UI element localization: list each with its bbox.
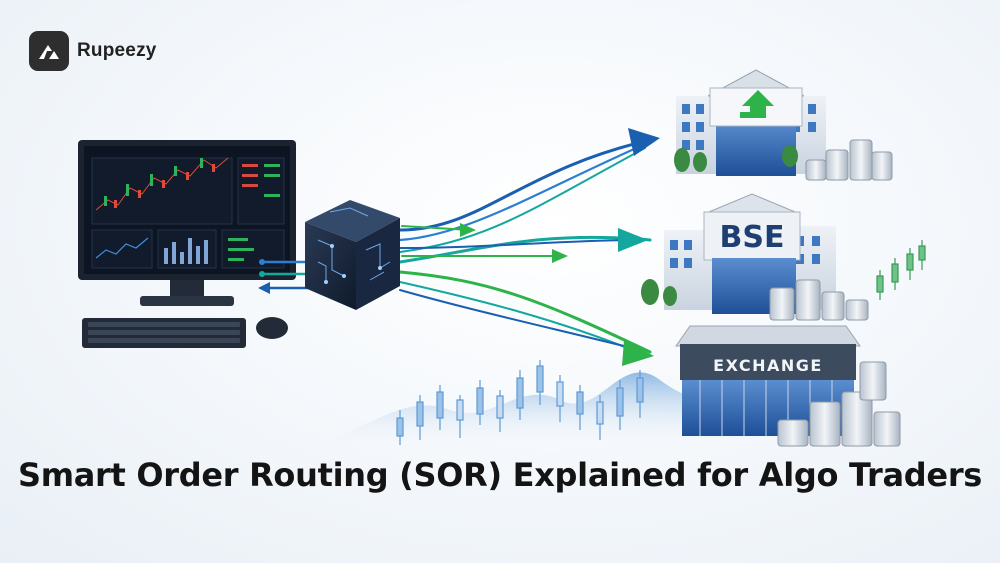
venue-building-3: EXCHANGE xyxy=(675,325,901,447)
brand-name: Rupeezy xyxy=(77,40,157,61)
router-cube xyxy=(305,200,400,310)
venue-building-2: BSE xyxy=(641,193,869,321)
keyboard xyxy=(82,318,246,348)
routing-arrows xyxy=(398,138,652,356)
arrow-up-icon xyxy=(740,90,774,118)
background-chart xyxy=(330,240,926,450)
venue-building-1 xyxy=(674,69,893,181)
arrowheads xyxy=(460,128,660,366)
rupeezy-logo-icon xyxy=(29,31,69,71)
headline: Smart Order Routing (SOR) Explained for … xyxy=(17,456,983,494)
venue-label-exchange: EXCHANGE xyxy=(713,356,823,375)
mouse xyxy=(256,317,288,339)
trading-monitor xyxy=(78,140,296,306)
venue-label-bse: BSE xyxy=(720,220,785,255)
brand: Rupeezy xyxy=(29,31,157,71)
